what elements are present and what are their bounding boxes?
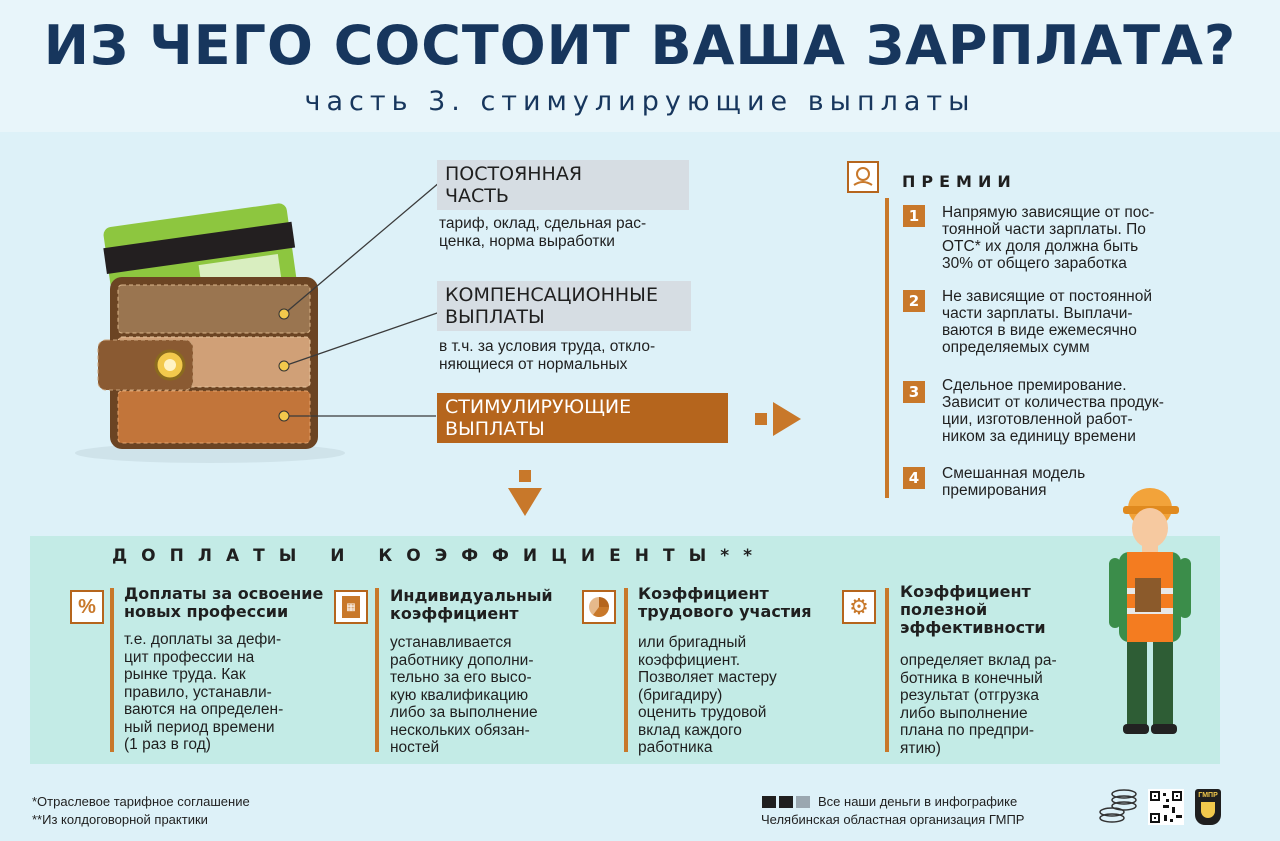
doplaty-col-text: устанавливается работнику дополни- тельн…	[390, 634, 538, 756]
doplaty-col-title: Доплаты за освоение новых профессии	[124, 584, 324, 621]
premii-num: 1	[903, 205, 925, 227]
premii-item-text: Не зависящие от постоянной части зарплат…	[942, 288, 1153, 356]
page-title: ИЗ ЧЕГО СОСТОИТ ВАША ЗАРПЛАТА?	[43, 14, 1237, 77]
part-compensation-text: в т.ч. за условия труда, откло- няющиеся…	[439, 338, 656, 373]
calculator-icon: ▦	[334, 590, 368, 624]
qr-code-icon	[1148, 789, 1184, 825]
footnote-1: *Отраслевое тарифное соглашение	[32, 794, 250, 809]
part-stimulating-title: СТИМУЛИРУЮЩИЕ ВЫПЛАТЫ	[437, 393, 728, 443]
premii-item-text: Напрямую зависящие от пос- тоянной части…	[942, 204, 1155, 272]
part-constant-text: тариф, оклад, сдельная рас- ценка, норма…	[439, 215, 647, 250]
column-divider	[110, 588, 114, 752]
doplaty-col-title: Коэффициент полезной эффективности	[900, 582, 1046, 637]
pie-chart-icon	[582, 590, 616, 624]
wallet-icon	[75, 203, 345, 463]
column-divider	[375, 588, 379, 752]
header-band	[0, 0, 1280, 132]
doplaty-title: ДОПЛАТЫ И КОЭФФИЦИЕНТЫ**	[112, 546, 766, 566]
connector-lines	[278, 181, 441, 422]
premii-divider	[885, 198, 889, 498]
part-compensation-title: КОМПЕНСАЦИОННЫЕ ВЫПЛАТЫ	[437, 281, 691, 331]
arrow-right-icon	[755, 402, 801, 436]
doplaty-col-text: т.е. доплаты за дефи- цит профессии на р…	[124, 631, 284, 753]
coins-icon	[1099, 789, 1137, 823]
gmpr-logo-text: ГМПР	[1198, 792, 1218, 799]
premii-item-text: Сдельное премирование. Зависит от количе…	[942, 377, 1164, 445]
gear-icon: ⚙	[842, 590, 876, 624]
premii-title: ПРЕМИИ	[902, 172, 1017, 191]
doplaty-col-text: определяет вклад ра- ботника в конечный …	[900, 652, 1057, 757]
bonus-hand-icon	[847, 161, 879, 193]
arrow-down-icon	[508, 470, 542, 516]
premii-num: 4	[903, 467, 925, 489]
gmpr-logo: ГМПР	[1195, 789, 1221, 825]
column-divider	[624, 588, 628, 752]
footnote-2: **Из колдоговорной практики	[32, 812, 208, 827]
percent-icon: %	[70, 590, 104, 624]
page-subtitle: часть 3. стимулирующие выплаты	[304, 86, 976, 117]
premii-item-text: Смешанная модель премирования	[942, 465, 1086, 499]
part-constant-title: ПОСТОЯННАЯ ЧАСТЬ	[437, 160, 689, 210]
footer-tagline: Все наши деньги в инфографике	[818, 794, 1018, 809]
column-divider	[885, 588, 889, 752]
doplaty-col-title: Индивидуальный коэффициент	[390, 586, 553, 623]
squares-icon	[762, 796, 810, 808]
doplaty-col-title: Коэффициент трудового участия	[638, 584, 812, 621]
worker-illustration	[1109, 488, 1191, 734]
premii-num: 3	[903, 381, 925, 403]
footer-org: Челябинская областная организация ГМПР	[761, 812, 1025, 827]
premii-num: 2	[903, 290, 925, 312]
doplaty-col-text: или бригадный коэффициент. Позволяет мас…	[638, 634, 777, 756]
